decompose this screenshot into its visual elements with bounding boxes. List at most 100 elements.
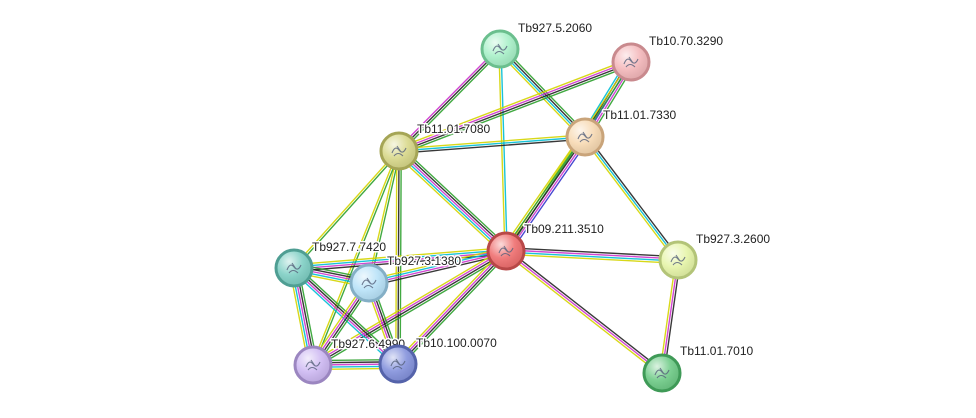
edge-n3-n6[interactable] bbox=[582, 134, 681, 263]
edge-n3-n5[interactable] bbox=[501, 133, 590, 255]
edge-channel bbox=[293, 251, 507, 270]
edge-n4-n5[interactable] bbox=[395, 147, 510, 255]
edge-channel bbox=[394, 248, 505, 363]
node-label-halo: Tb09.211.3510 bbox=[524, 222, 604, 236]
edge-n5-n6[interactable] bbox=[505, 246, 679, 264]
node-label: Tb927.7.7420 bbox=[312, 240, 386, 254]
node-label: Tb11.01.7080 bbox=[417, 122, 490, 136]
node-gloss bbox=[382, 134, 416, 168]
edge-channel bbox=[398, 48, 501, 152]
edge-channel bbox=[293, 247, 507, 266]
edge-channel bbox=[505, 250, 663, 374]
edge-channel bbox=[399, 252, 510, 367]
edge-channel bbox=[398, 62, 633, 153]
protein-structure-icon bbox=[577, 131, 593, 143]
edge-n1-n4[interactable] bbox=[396, 46, 503, 154]
node-label-halo: Tb927.3.2600 bbox=[696, 232, 770, 246]
node-label: Tb10.70.3290 bbox=[649, 34, 723, 48]
edge-channel bbox=[396, 151, 506, 254]
node-gloss bbox=[661, 243, 695, 277]
edges-layer bbox=[288, 46, 681, 376]
node-label: Tb11.01.7330 bbox=[603, 108, 676, 122]
edge-channel bbox=[398, 150, 507, 252]
edge-channel bbox=[397, 58, 631, 149]
node-gloss bbox=[352, 266, 386, 300]
edge-channel bbox=[293, 253, 507, 272]
edge-channel bbox=[398, 134, 586, 150]
node-label: Tb927.6.4990 bbox=[331, 337, 405, 351]
node-gloss bbox=[381, 347, 415, 381]
edge-channel bbox=[312, 251, 508, 367]
nodes-layer: Tb927.5.2060Tb927.5.2060Tb10.70.3290Tb10… bbox=[274, 20, 772, 393]
edge-channel bbox=[311, 149, 399, 366]
edge-channel bbox=[367, 247, 506, 281]
protein-structure-icon bbox=[305, 359, 321, 371]
node-label: Tb09.211.3510 bbox=[524, 222, 604, 236]
node-gloss bbox=[277, 251, 311, 285]
node-label: Tb11.01.7010 bbox=[680, 344, 753, 358]
edge-channel bbox=[398, 136, 586, 152]
edge-channel bbox=[295, 264, 401, 363]
edge-channel bbox=[505, 136, 586, 252]
edge-channel bbox=[505, 249, 679, 260]
edge-channel bbox=[398, 251, 508, 366]
node-label-halo: Tb11.01.7080 bbox=[417, 122, 490, 136]
edge-n1-n5[interactable] bbox=[498, 48, 508, 252]
edge-channel bbox=[505, 251, 679, 262]
edge-n3-n4[interactable] bbox=[398, 134, 586, 154]
edge-channel bbox=[313, 150, 401, 367]
edge-channel bbox=[399, 49, 503, 154]
node-label-halo: Tb927.7.7420 bbox=[312, 240, 386, 254]
edge-channel bbox=[399, 64, 633, 155]
edge-channel bbox=[503, 252, 662, 376]
edge-n5-n9[interactable] bbox=[310, 247, 509, 369]
edge-channel bbox=[500, 48, 508, 252]
edge-n2-n4[interactable] bbox=[397, 58, 633, 155]
protein-structure-icon bbox=[361, 277, 377, 289]
edge-channel bbox=[507, 137, 588, 253]
edge-channel bbox=[395, 150, 398, 365]
edge-channel bbox=[396, 249, 506, 364]
protein-structure-icon bbox=[498, 245, 514, 257]
protein-structure-icon bbox=[492, 43, 508, 55]
edge-channel bbox=[508, 138, 590, 255]
edge-n5-n7[interactable] bbox=[293, 247, 507, 272]
edge-channel bbox=[503, 135, 584, 251]
edge-channel bbox=[368, 249, 507, 283]
node-label: Tb10.100.0070 bbox=[416, 336, 497, 350]
edge-channel bbox=[584, 136, 679, 261]
edge-channel bbox=[398, 138, 586, 154]
edge-n4-n7[interactable] bbox=[292, 149, 401, 270]
edge-n4-n9[interactable] bbox=[311, 149, 401, 367]
edge-n5-n11[interactable] bbox=[503, 248, 665, 376]
node-gloss bbox=[614, 45, 648, 79]
node-label-halo: Tb10.100.0070 bbox=[416, 336, 497, 350]
edge-channel bbox=[498, 48, 506, 252]
edge-channel bbox=[395, 153, 504, 255]
edge-channel bbox=[505, 253, 679, 264]
edge-channel bbox=[313, 253, 509, 369]
edge-channel bbox=[501, 46, 589, 136]
edge-n4-n10[interactable] bbox=[395, 150, 402, 365]
node-label: Tb927.5.2060 bbox=[518, 21, 592, 35]
edge-channel bbox=[294, 151, 401, 270]
edge-n5-n10[interactable] bbox=[394, 248, 510, 367]
edge-channel bbox=[586, 134, 681, 260]
node-gloss bbox=[568, 120, 602, 154]
node-label: Tb927.3.1380 bbox=[387, 254, 461, 268]
edge-channel bbox=[310, 247, 506, 363]
edge-channel bbox=[294, 266, 400, 364]
protein-structure-icon bbox=[670, 254, 686, 266]
